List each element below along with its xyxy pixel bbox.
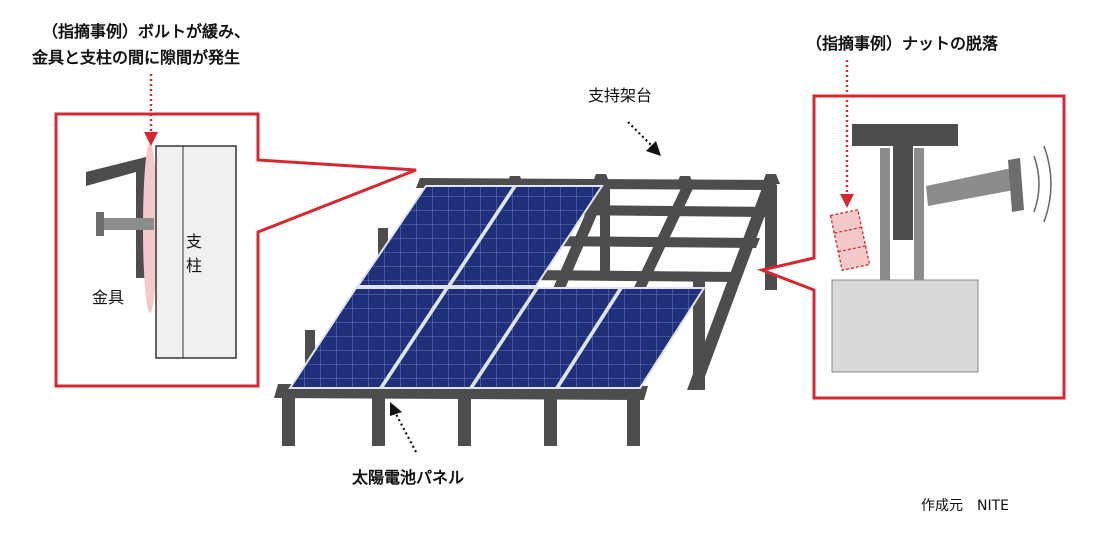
post	[880, 148, 890, 280]
callout-left	[54, 74, 417, 388]
caption-left-line1: （指摘事例）ボルトが緩み、	[42, 22, 251, 41]
label-bracket: 金具	[92, 288, 125, 307]
solar-panel-array	[288, 185, 706, 389]
callout-right	[756, 60, 1066, 400]
caption-left-line2: 金具と支柱の間に隙間が発生	[32, 48, 241, 67]
label-solar-panel: 太陽電池パネル	[352, 468, 465, 487]
bracket-metal	[86, 156, 150, 278]
bracket-metal	[852, 124, 958, 146]
label-post: 支柱	[185, 232, 202, 275]
foundation-block	[831, 279, 979, 373]
solar-panel	[448, 185, 604, 287]
pointer-panel	[390, 402, 417, 453]
dropped-nut	[829, 208, 871, 272]
credit-text: 作成元 NITE	[921, 498, 1009, 514]
solar-panel	[470, 287, 622, 389]
label-support-frame: 支持架台	[588, 86, 653, 105]
solar-panel	[556, 287, 706, 389]
post	[155, 145, 237, 359]
bolt	[926, 158, 1024, 212]
bolt	[100, 218, 154, 230]
solar-panel	[380, 287, 538, 389]
solar-panel	[288, 287, 448, 389]
caption-right: （指摘事例）ナットの脱落	[806, 34, 999, 53]
pointer-frame	[627, 121, 661, 156]
solar-panel	[356, 185, 516, 287]
